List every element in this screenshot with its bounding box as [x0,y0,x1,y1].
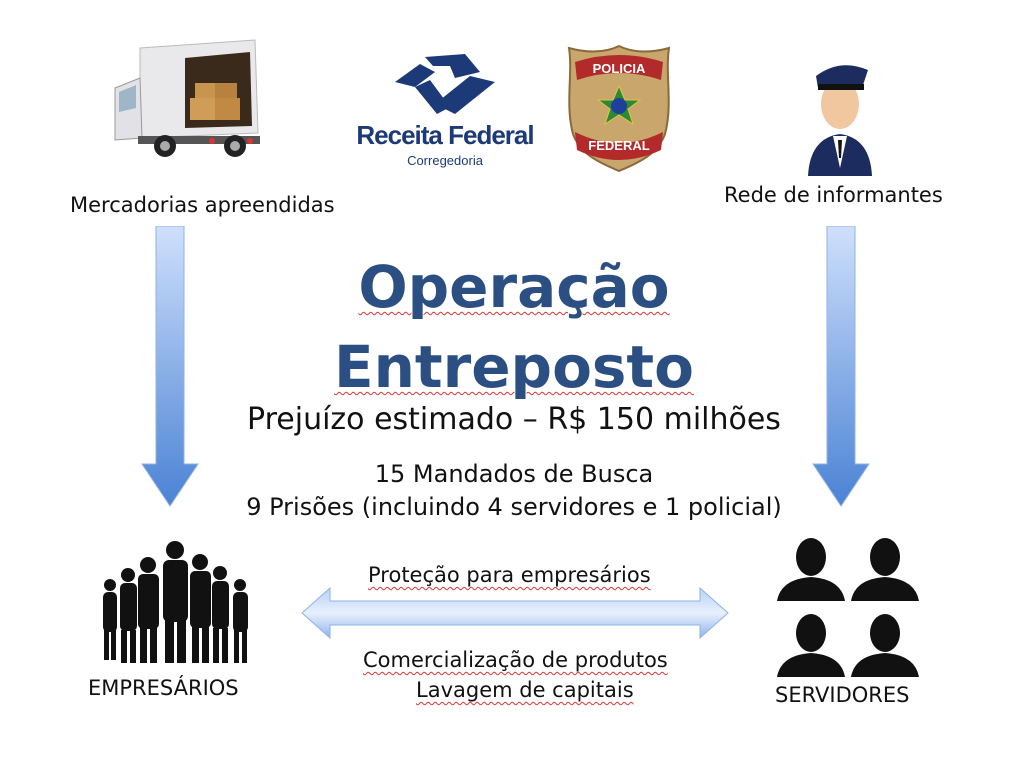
policia-federal-badge: POLICIA FEDERAL [565,44,673,172]
badge-bottom-text: FEDERAL [588,138,650,153]
subtitle: Prejuízo estimado – R$ 150 milhões [247,402,781,437]
receita-sub: Corregedoria [407,153,483,168]
arrow-bottom-label-1: Comercialização de produtos [363,648,668,672]
arrow-bottom-label-2: Lavagem de capitais [416,678,634,702]
police-officer-icon [808,65,872,176]
arrow-top-label: Proteção para empresários [368,563,651,587]
badge-top-text: POLICIA [592,61,646,76]
label-informantes: Rede de informantes [724,183,943,207]
civil-servants-icon [777,538,919,677]
businesspeople-icon [103,541,248,663]
receita-name: Receita Federal [356,120,534,150]
double-arrow [301,586,729,640]
receita-federal-logo: Receita Federal Corregedoria [355,52,535,172]
receita-emblem-icon [395,54,495,114]
title-line2: Entreposto [333,333,695,401]
arrow-down-left [141,226,199,507]
label-servidores: SERVIDORES [775,683,910,707]
label-empresarios: EMPRESÁRIOS [88,676,239,700]
title-line1: Operação [358,253,670,321]
fact-arrests: 9 Prisões (incluindo 4 servidores e 1 po… [246,493,782,521]
arrow-down-right [812,226,870,507]
truck-icon [114,39,260,157]
fact-searches: 15 Mandados de Busca [374,460,654,488]
label-mercadorias: Mercadorias apreendidas [70,193,335,217]
